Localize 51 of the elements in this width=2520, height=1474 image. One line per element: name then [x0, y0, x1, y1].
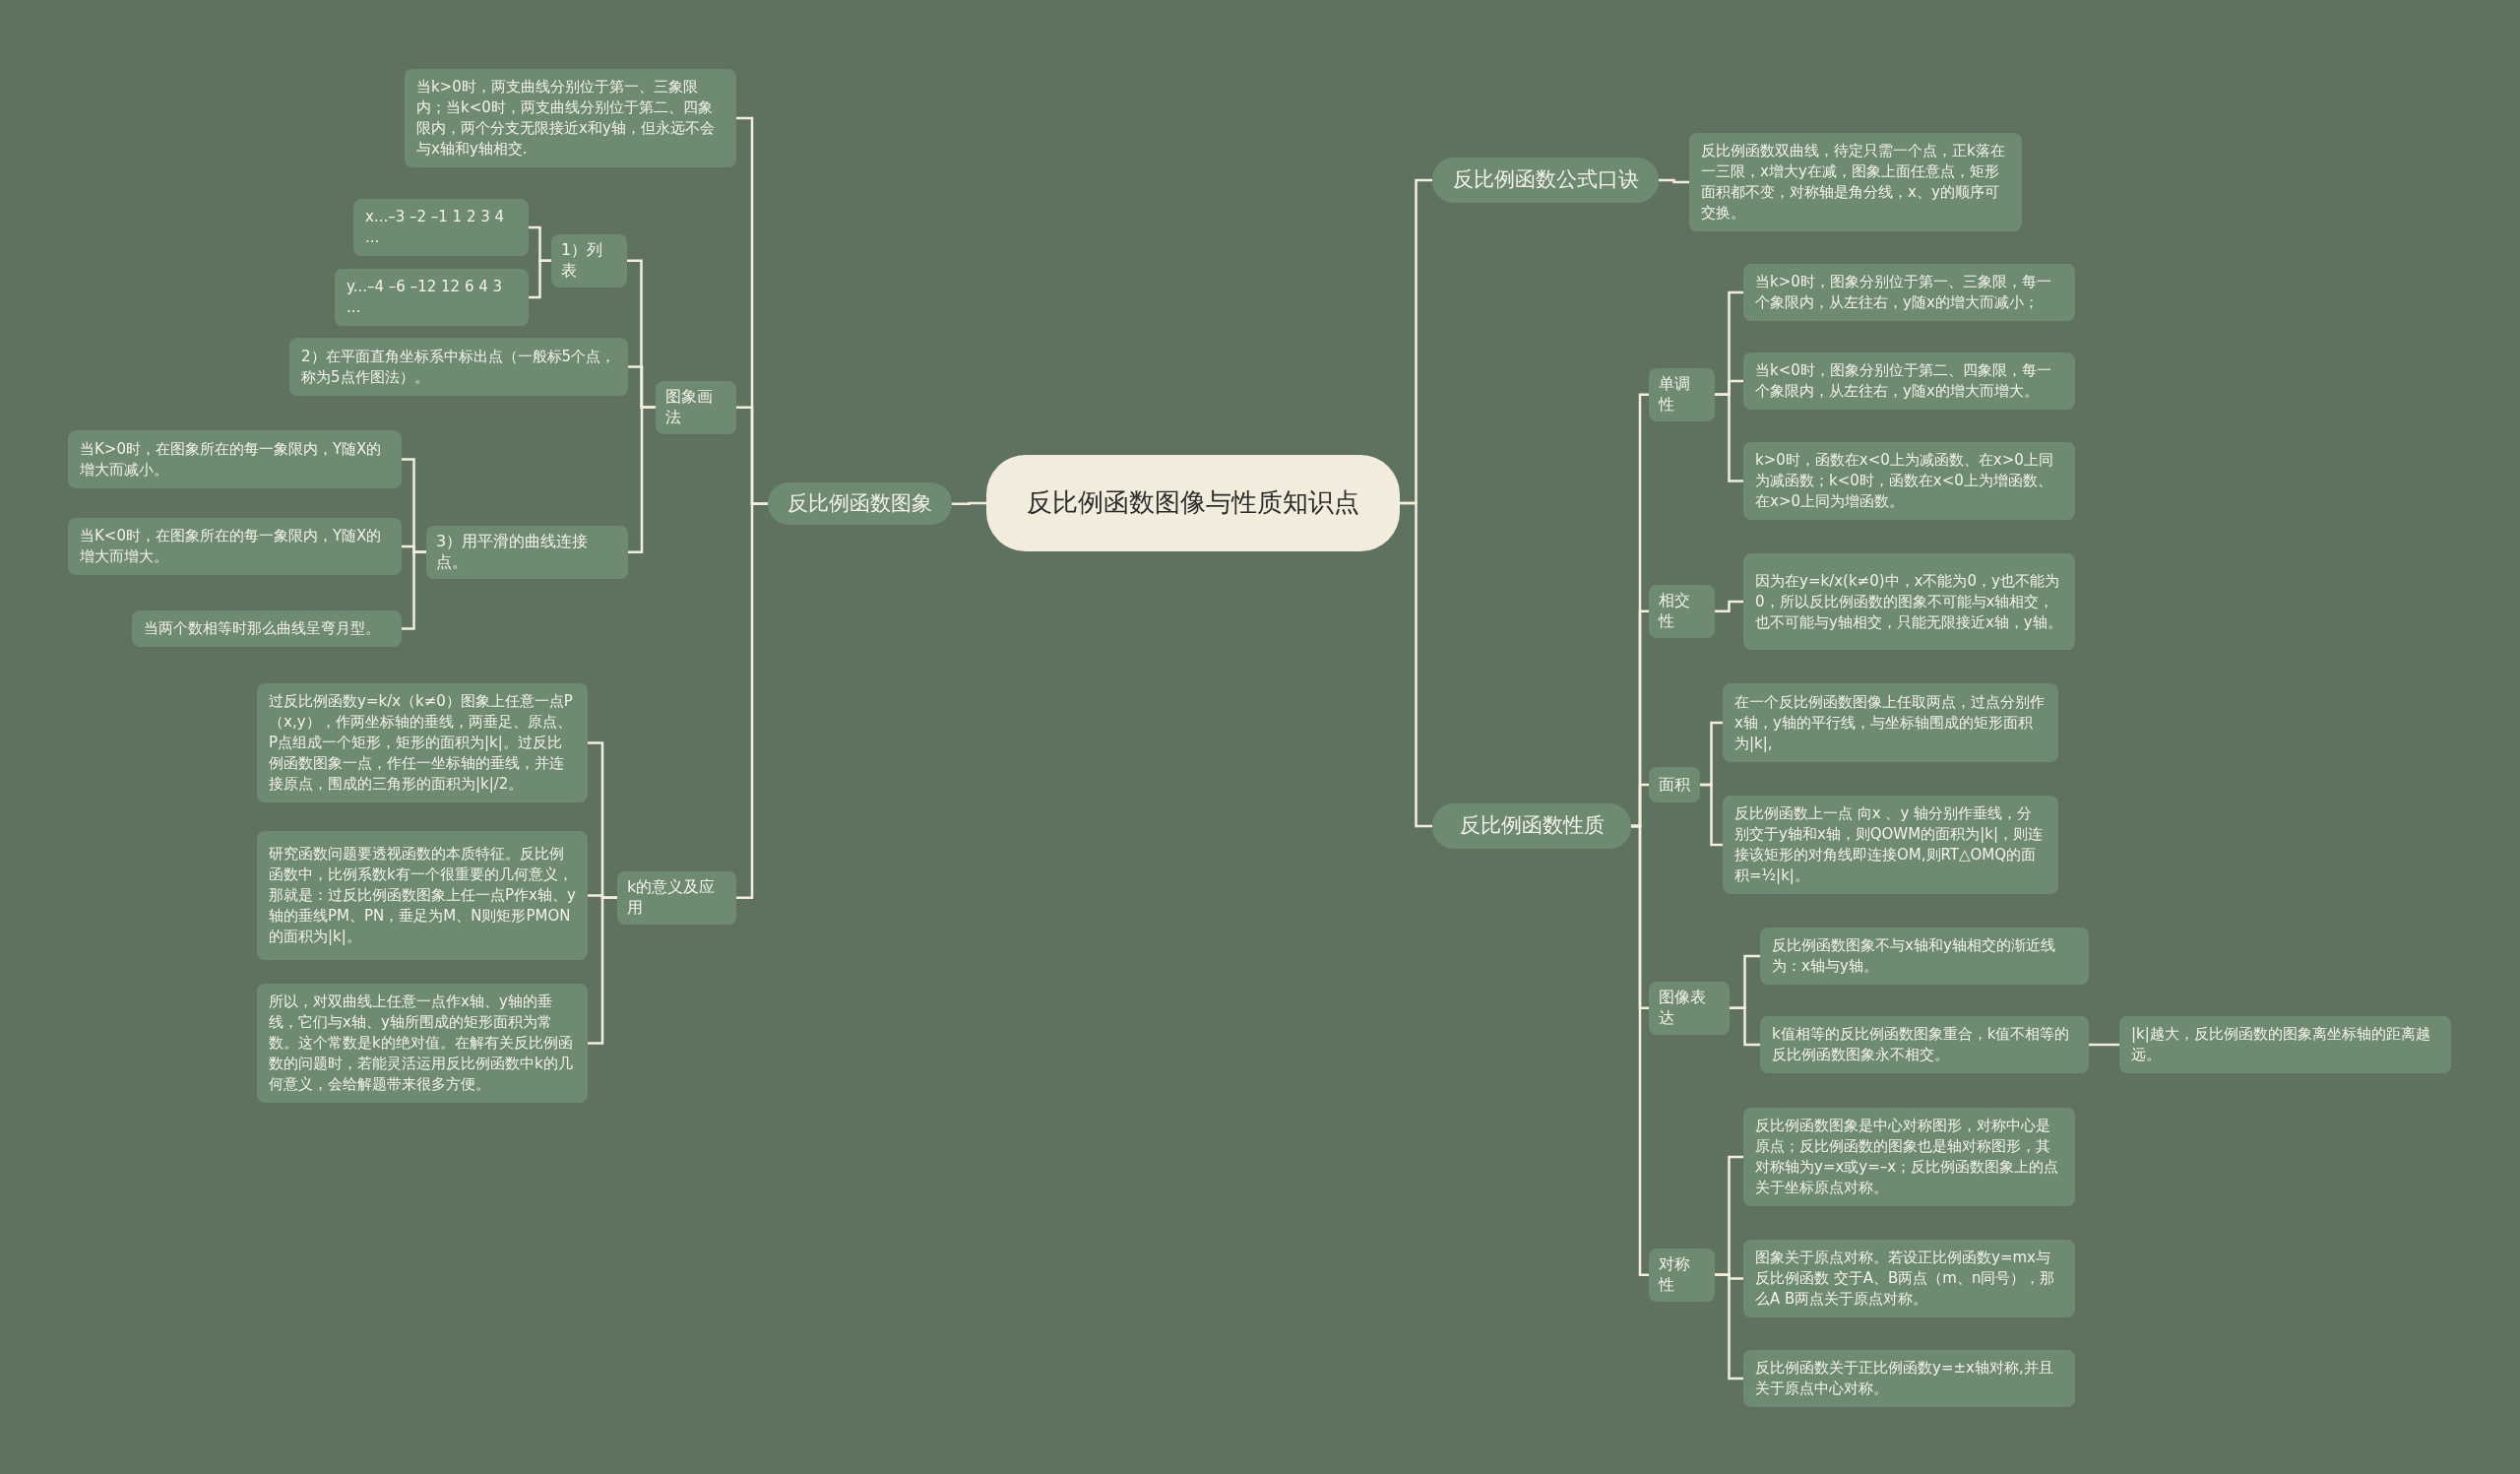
connector-line — [2089, 1043, 2119, 1047]
connector-line — [1700, 783, 1723, 847]
note-box: 过反比例函数y=k/x（k≠0）图象上任意一点P（x,y），作两坐标轴的垂线，两垂足、原点、P点组成一个矩形，矩形的面积为|k|。过反比例函数图象一点，作任一坐标轴的垂线，并连接原点，围成的三角形的面积为|k|/2。 — [257, 683, 588, 802]
subtopic-box: 面积 — [1649, 767, 1700, 802]
note-box: 所以，对双曲线上任意一点作x轴、y轴的垂线，它们与x轴、y轴所围成的矩形面积为常数。这个常数是k的绝对值。在解有关反比例函数的问题时，若能灵活运用反比例函数中k的几何意义，会给解题带来很多方便。 — [257, 984, 588, 1103]
connector-line — [1715, 600, 1743, 613]
connector-line — [628, 406, 656, 554]
subtopic-box: 1）列表 — [551, 234, 627, 288]
note-box: |k|越大，反比例函数的图象离坐标轴的距离越远。 — [2119, 1016, 2451, 1073]
branch-topic: 反比例函数性质 — [1432, 803, 1631, 849]
connector-line — [1715, 1273, 1743, 1380]
note-box: 反比例函数双曲线，待定只需一个点，正k落在一三限，x增大y在减，图象上面任意点，矩形面积都不变，对称轴是角分线，x、y的顺序可交换。 — [1689, 133, 2022, 231]
connector-line — [1659, 178, 1689, 184]
note-box: 当K>0时，在图象所在的每一象限内，Y随X的增大而减小。 — [68, 430, 402, 488]
connector-line — [529, 259, 551, 299]
subtopic-box: 相交性 — [1649, 585, 1715, 638]
connector-line — [952, 501, 986, 505]
subtopic-box: 图象画法 — [656, 381, 736, 434]
note-box: 反比例函数图象不与x轴和y轴相交的渐近线为：x轴与y轴。 — [1760, 928, 2089, 985]
central-topic: 反比例函数图像与性质知识点 — [986, 455, 1400, 551]
note-box: 当k>0时，图象分别位于第一、三象限，每一个象限内，从左往右，y随x的增大而减小； — [1743, 264, 2075, 321]
subtopic-box: 对称性 — [1649, 1249, 1715, 1302]
note-box: 当k<0时，图象分别位于第二、四象限，每一个象限内，从左往右，y随x的增大而增大。 — [1743, 352, 2075, 410]
note-box: y...–4 –6 –12 12 6 4 3 ... — [335, 269, 529, 326]
branch-topic: 反比例函数公式口诀 — [1432, 158, 1659, 203]
connector-line — [1730, 1006, 1760, 1047]
note-box: 图象关于原点对称。若设正比例函数y=mx与反比例函数 交于A、B两点（m、n同号），那么A B两点关于原点对称。 — [1743, 1240, 2075, 1317]
connector-line — [1715, 393, 1743, 482]
connector-line — [402, 550, 426, 630]
note-box: x...–3 –2 –1 1 2 3 4 ... — [353, 199, 529, 256]
note-box: 当两个数相等时那么曲线呈弯月型。 — [132, 610, 402, 647]
note-box: 反比例函数关于正比例函数y=±x轴对称,并且关于原点中心对称。 — [1743, 1350, 2075, 1407]
note-box: 反比例函数上一点 向x 、y 轴分别作垂线，分别交于y轴和x轴，则QOWM的面积为|k|，则连接该矩形的对角线即连接OM,则RT△OMQ的面积=½|k|。 — [1723, 796, 2058, 894]
note-box: 研究函数问题要透视函数的本质特征。反比例函数中，比例系数k有一个很重要的几何意义，那就是：过反比例函数图象上任一点P作x轴、y轴的垂线PM、PN，垂足为M、N则矩形PMON的面积为|k|。 — [257, 831, 588, 960]
subtopic-box: k的意义及应用 — [617, 871, 736, 925]
note-box: 当k>0时，两支曲线分别位于第一、三象限内；当k<0时，两支曲线分别位于第二、四象限内，两个分支无限接近x和y轴，但永远不会与x轴和y轴相交. — [405, 69, 736, 167]
connector-line — [588, 896, 617, 1045]
connector-line — [1631, 824, 1649, 1277]
connector-line — [736, 502, 768, 900]
subtopic-box: 3）用平滑的曲线连接点。 — [426, 526, 628, 579]
note-box: 在一个反比例函数图像上任取两点，过点分别作x轴，y轴的平行线，与坐标轴围成的矩形面积为|k|, — [1723, 683, 2058, 762]
branch-topic: 反比例函数图象 — [768, 482, 952, 526]
subtopic-box: 图像表达 — [1649, 982, 1730, 1035]
subtopic-box: 单调性 — [1649, 368, 1715, 421]
note-box: 反比例函数图象是中心对称图形，对称中心是原点；反比例函数的图象也是轴对称图形，其对称轴为y=x或y=–x；反比例函数图象上的点关于坐标原点对称。 — [1743, 1108, 2075, 1206]
note-box: k值相等的反比例函数图象重合，k值不相等的反比例函数图象永不相交。 — [1760, 1016, 2089, 1073]
note-box: 2）在平面直角坐标系中标出点（一般标5个点，称为5点作图法）。 — [289, 338, 628, 396]
note-box: k>0时，函数在x<0上为减函数、在x>0上同为减函数；k<0时，函数在x<0上为增函数、在x>0上同为增函数。 — [1743, 442, 2075, 520]
note-box: 当K<0时，在图象所在的每一象限内，Y随X的增大而增大。 — [68, 518, 402, 575]
connector-line — [1400, 501, 1432, 828]
note-box: 因为在y=k/x(k≠0)中，x不能为0，y也不能为0，所以反比例函数的图象不可能与x轴相交，也不可能与y轴相交，只能无限接近x轴，y轴。 — [1743, 553, 2075, 650]
